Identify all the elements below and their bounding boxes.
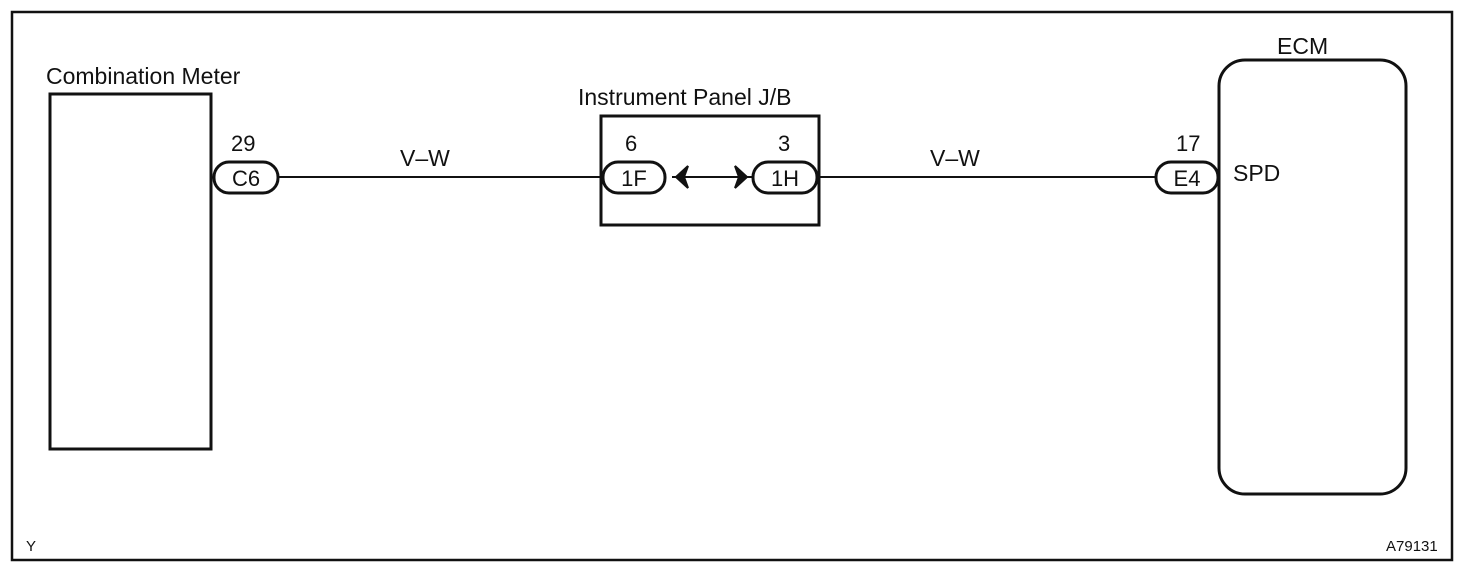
figure-id: A79131 (1386, 538, 1438, 555)
corner-mark: Y (26, 538, 36, 555)
connector-1h-pin: 3 (778, 131, 790, 156)
ecm-label: ECM (1277, 33, 1328, 59)
connector-1h-label: 1H (771, 166, 799, 191)
connector-1f-pin: 6 (625, 131, 637, 156)
connector-c6-pin: 29 (231, 131, 255, 156)
wire-left-color-code: V–W (400, 145, 450, 171)
connector-e4-pin: 17 (1176, 131, 1200, 156)
diagram-frame (10, 10, 1454, 562)
combination-meter-label: Combination Meter (46, 63, 241, 89)
junction-block-box (599, 114, 821, 227)
connector-c6-label: C6 (232, 166, 260, 191)
ecm-terminal-spd: SPD (1233, 160, 1280, 186)
chevron-left-icon (674, 165, 689, 189)
connector-e4-label: E4 (1174, 166, 1201, 191)
connector-1h (751, 160, 819, 195)
connector-1f-label: 1F (621, 166, 647, 191)
ecm-box (1217, 58, 1408, 496)
connector-1f (601, 160, 667, 195)
wire-right-color-code: V–W (930, 145, 980, 171)
junction-block-label: Instrument Panel J/B (578, 84, 792, 110)
combination-meter-box (48, 92, 213, 451)
chevron-right-icon (734, 165, 749, 189)
connector-e4 (1154, 160, 1220, 195)
